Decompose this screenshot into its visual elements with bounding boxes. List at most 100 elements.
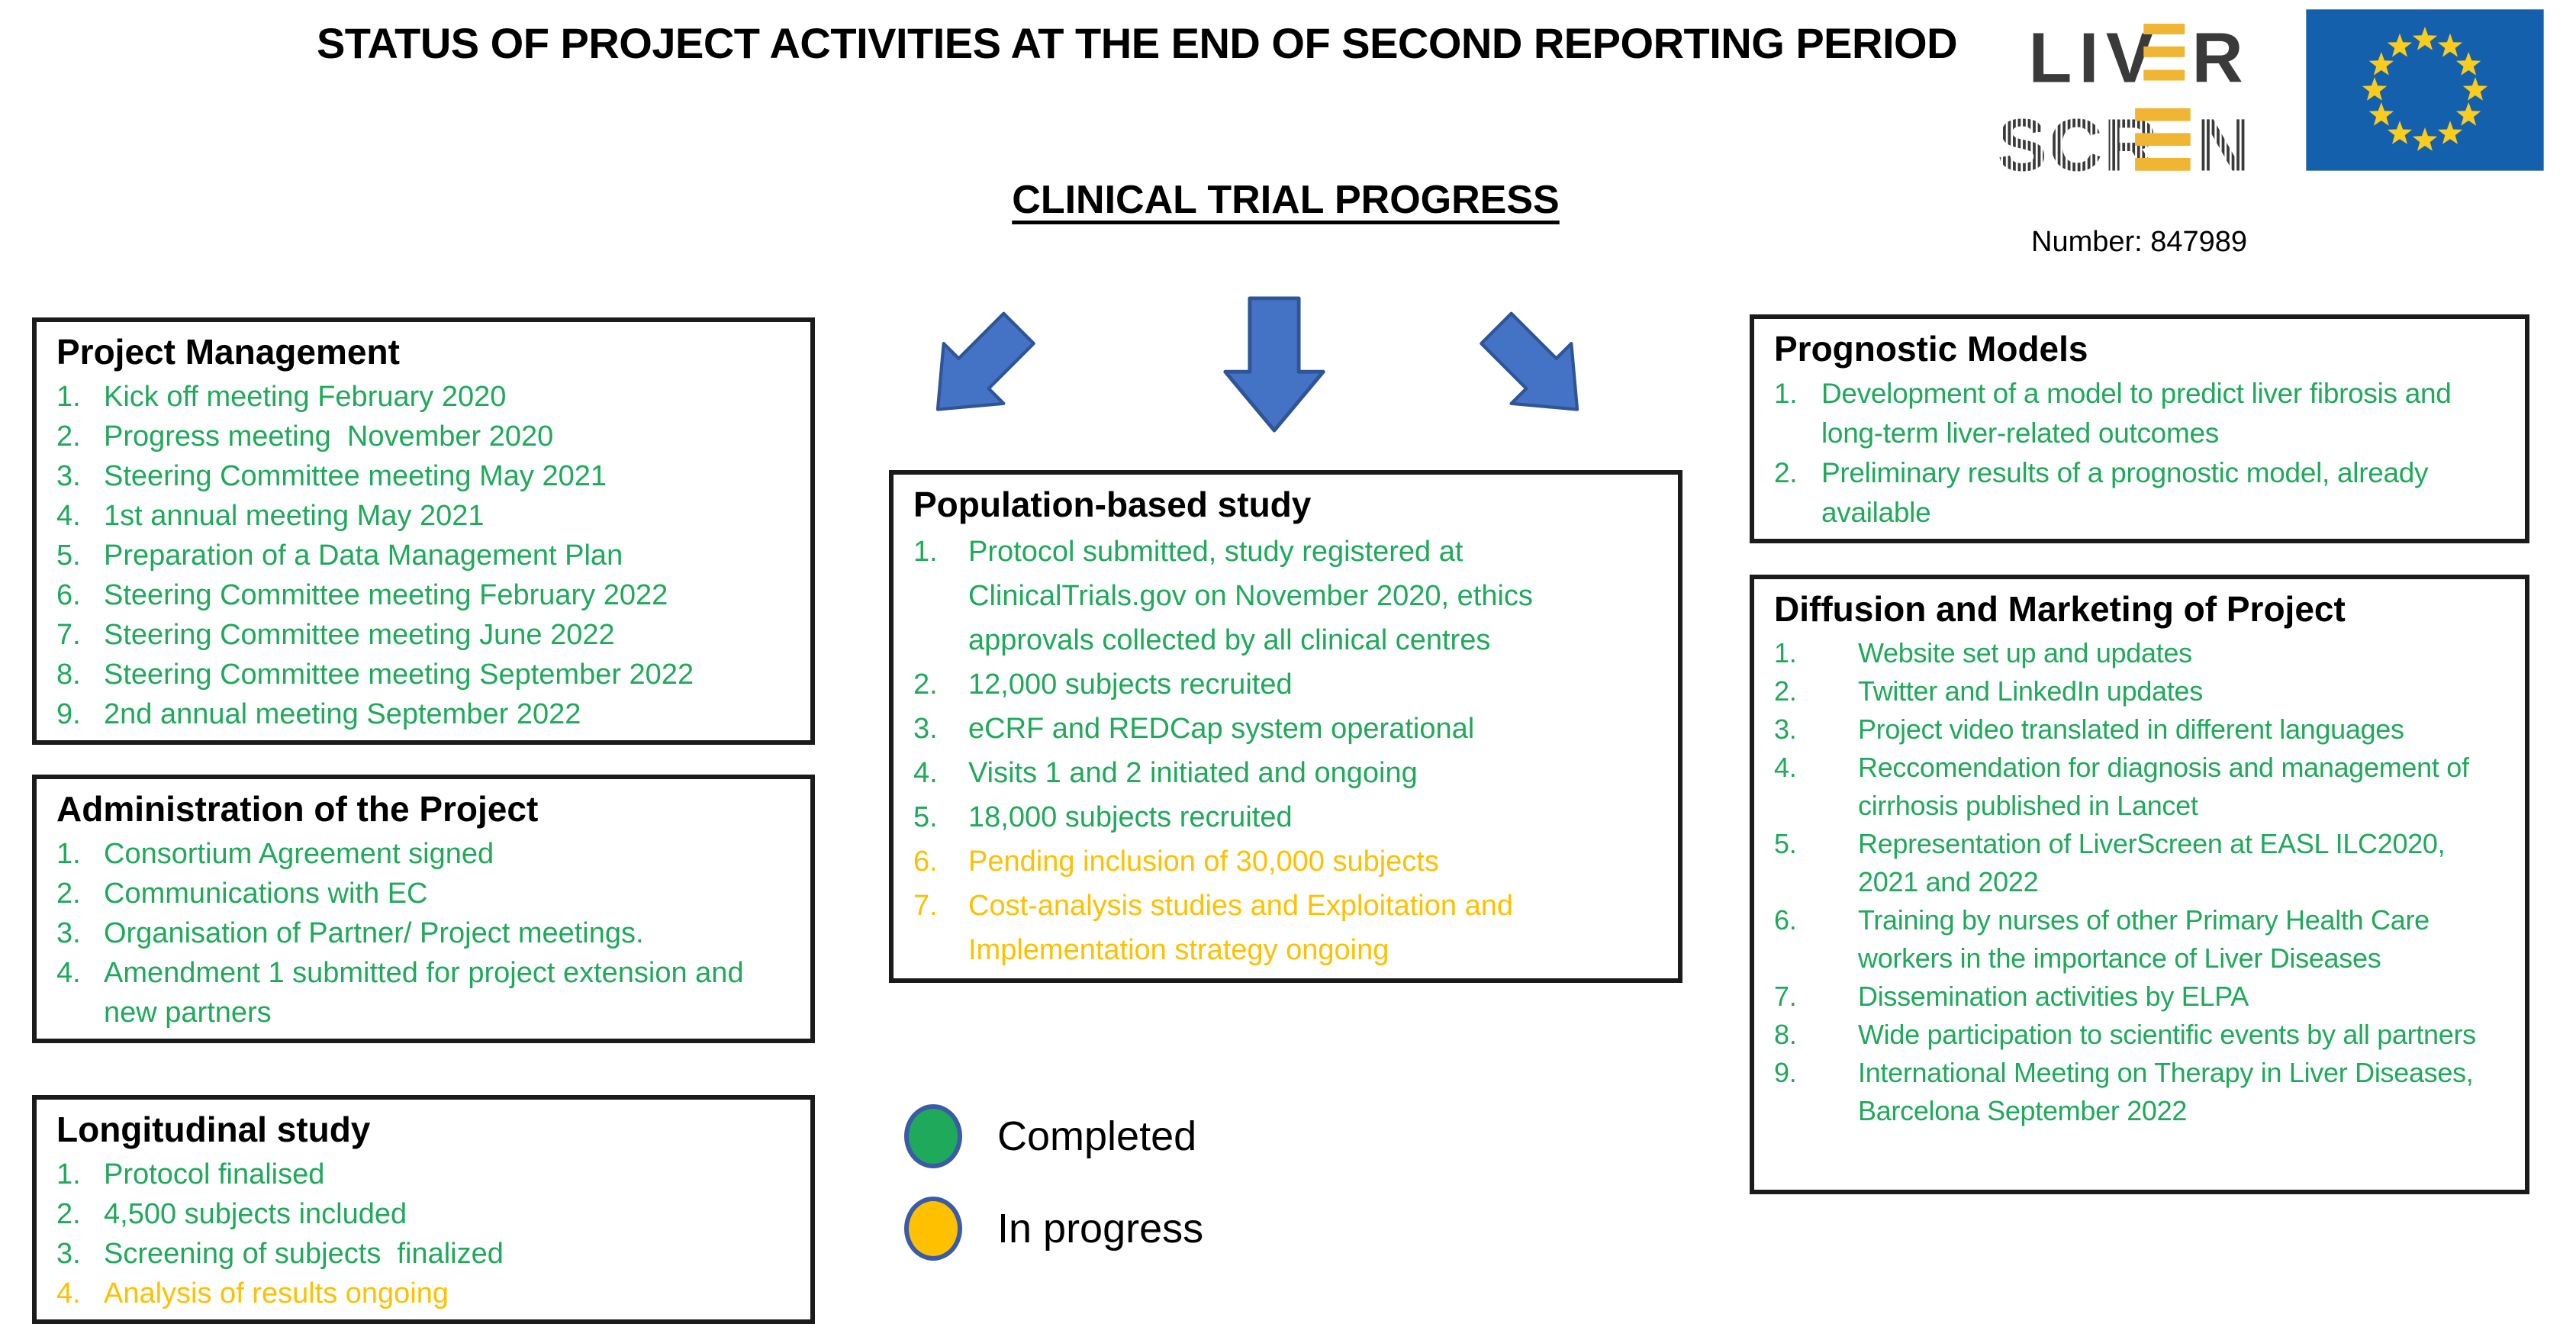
list-item: 6. Training by nurses of other Primary H… [1774,901,2511,978]
list-item: 4. Amendment 1 submitted for project ext… [56,953,797,1032]
item-number: 2. [56,878,81,910]
item-text: Cost-analysis studies and Exploitation a… [968,890,1521,966]
eu-star-icon [2387,121,2413,144]
list-item: 3. Screening of subjects finalized [56,1234,797,1274]
item-number: 5. [1774,828,1797,859]
longitudinal-study-box: Longitudinal study 1. Protocol finalised… [32,1095,815,1324]
item-text: Steering Committee meeting September 202… [104,659,694,691]
item-number: 2. [56,1198,81,1230]
item-text: eCRF and REDCap system operational [968,713,1475,745]
box-title: Prognostic Models [1774,329,2088,369]
item-text: Visits 1 and 2 initiated and ongoing [968,757,1418,789]
item-text: Communications with EC [104,878,428,910]
logo-line2-text-end: N [2196,104,2249,182]
legend-label: Completed [997,1113,1197,1159]
item-text: Dissemination activities by ELPA [1858,981,2249,1012]
list-item: 5. Preparation of a Data Management Plan [56,536,797,575]
item-text: Protocol submitted, study registered at … [968,536,1541,656]
item-number: 8. [56,659,81,691]
page-title: STATUS OF PROJECT ACTIVITIES AT THE END … [316,19,1958,67]
eu-star-icon [2368,102,2394,126]
eu-star-icon [2437,33,2463,57]
item-text: Training by nurses of other Primary Heal… [1858,904,2445,974]
list-item: 9. International Meeting on Therapy in L… [1774,1054,2511,1130]
list-item: 3. Steering Committee meeting May 2021 [56,456,797,496]
item-number: 7. [1774,981,1797,1012]
item-number: 4. [56,500,81,532]
item-text: Preparation of a Data Management Plan [104,540,623,572]
box-title: Administration of the Project [56,789,539,829]
item-number: 1. [56,838,81,870]
list-item: 7. Cost-analysis studies and Exploitatio… [913,884,1664,972]
list-item: 3. Organisation of Partner/ Project meet… [56,913,797,953]
in-progress-status-icon [904,1197,962,1261]
item-text: Progress meeting November 2020 [104,420,554,453]
list-item: 1. Protocol submitted, study registered … [913,530,1664,662]
list-item: 2. Progress meeting November 2020 [56,417,797,456]
item-number: 3. [56,1238,81,1270]
item-text: Wide participation to scientific events … [1858,1019,2476,1050]
item-text: 1st annual meeting May 2021 [104,500,485,532]
list-item: 1. Protocol finalised [56,1155,797,1194]
status-list: 1. Kick off meeting February 2020 2. Pro… [56,377,797,734]
box-title: Project Management [56,332,400,372]
item-text: 12,000 subjects recruited [968,668,1293,701]
list-item: 7. Dissemination activities by ELPA [1774,978,2511,1016]
item-text: Twitter and LinkedIn updates [1858,675,2203,707]
item-text: Analysis of results ongoing [104,1277,449,1310]
item-number: 1. [913,536,938,568]
item-number: 6. [913,846,938,878]
list-item: 2. Communications with EC [56,874,797,913]
item-text: Development of a model to predict liver … [1821,378,2459,449]
logo-line1-text-end: R [2192,18,2243,97]
eu-star-icon [2456,52,2481,76]
item-text: 4,500 subjects included [104,1198,407,1230]
item-number: 1. [1774,378,1798,409]
item-text: Consortium Agreement signed [104,838,494,870]
item-text: Protocol finalised [104,1158,325,1190]
item-number: 4. [56,957,81,989]
box-title: Population-based study [913,485,1312,524]
item-number: 5. [56,540,81,572]
list-item: 8. Steering Committee meeting September … [56,655,797,694]
item-text: Preliminary results of a prognostic mode… [1821,457,2436,528]
legend-in-progress: In progress [904,1197,1203,1261]
item-number: 7. [913,890,938,922]
item-text: Steering Committee meeting June 2022 [104,619,615,651]
item-number: 1. [56,1158,81,1190]
item-text: Website set up and updates [1858,637,2192,668]
item-number: 3. [56,460,81,492]
item-number: 3. [56,917,81,949]
box-title: Diffusion and Marketing of Project [1774,589,2346,629]
item-number: 6. [56,579,81,611]
list-item: 9. 2nd annual meeting September 2022 [56,694,797,734]
list-item: 6. Steering Committee meeting February 2… [56,575,797,615]
legend-label: In progress [997,1206,1204,1252]
list-item: 2. Preliminary results of a prognostic m… [1774,453,2511,533]
item-text: Screening of subjects finalized [104,1238,504,1270]
liverscreen-logo: LIV R SCR N [1993,11,2250,186]
item-text: Representation of LiverScreen at EASL IL… [1858,828,2453,897]
item-number: 3. [1774,714,1797,745]
logo-e-bars-top [2143,24,2185,81]
eu-star-icon [2412,27,2438,50]
list-item: 2. 4,500 subjects included [56,1194,797,1234]
status-list: 1. Website set up and updates 2. Twitter… [1774,634,2511,1130]
item-number: 8. [1774,1019,1797,1050]
arrow-down-left-icon [904,295,1052,443]
list-item: 1. Website set up and updates [1774,634,2511,672]
list-item: 3. Project video translated in different… [1774,710,2511,749]
item-number: 4. [1774,752,1797,783]
eu-star-icon [2412,127,2438,151]
administration-box: Administration of the Project 1. Consort… [32,775,815,1043]
eu-flag-icon [2305,8,2545,172]
prognostic-models-box: Prognostic Models 1. Development of a mo… [1750,314,2529,543]
list-item: 1. Consortium Agreement signed [56,834,797,874]
item-number: 2. [56,420,81,453]
list-item: 3. eCRF and REDCap system operational [913,707,1664,751]
completed-status-icon [904,1104,962,1168]
list-item: 5. 18,000 subjects recruited [913,795,1664,839]
logo-line2-text: SCR [1998,104,2159,182]
eu-star-icon [2368,52,2394,76]
item-text: Pending inclusion of 30,000 subjects [968,846,1439,878]
